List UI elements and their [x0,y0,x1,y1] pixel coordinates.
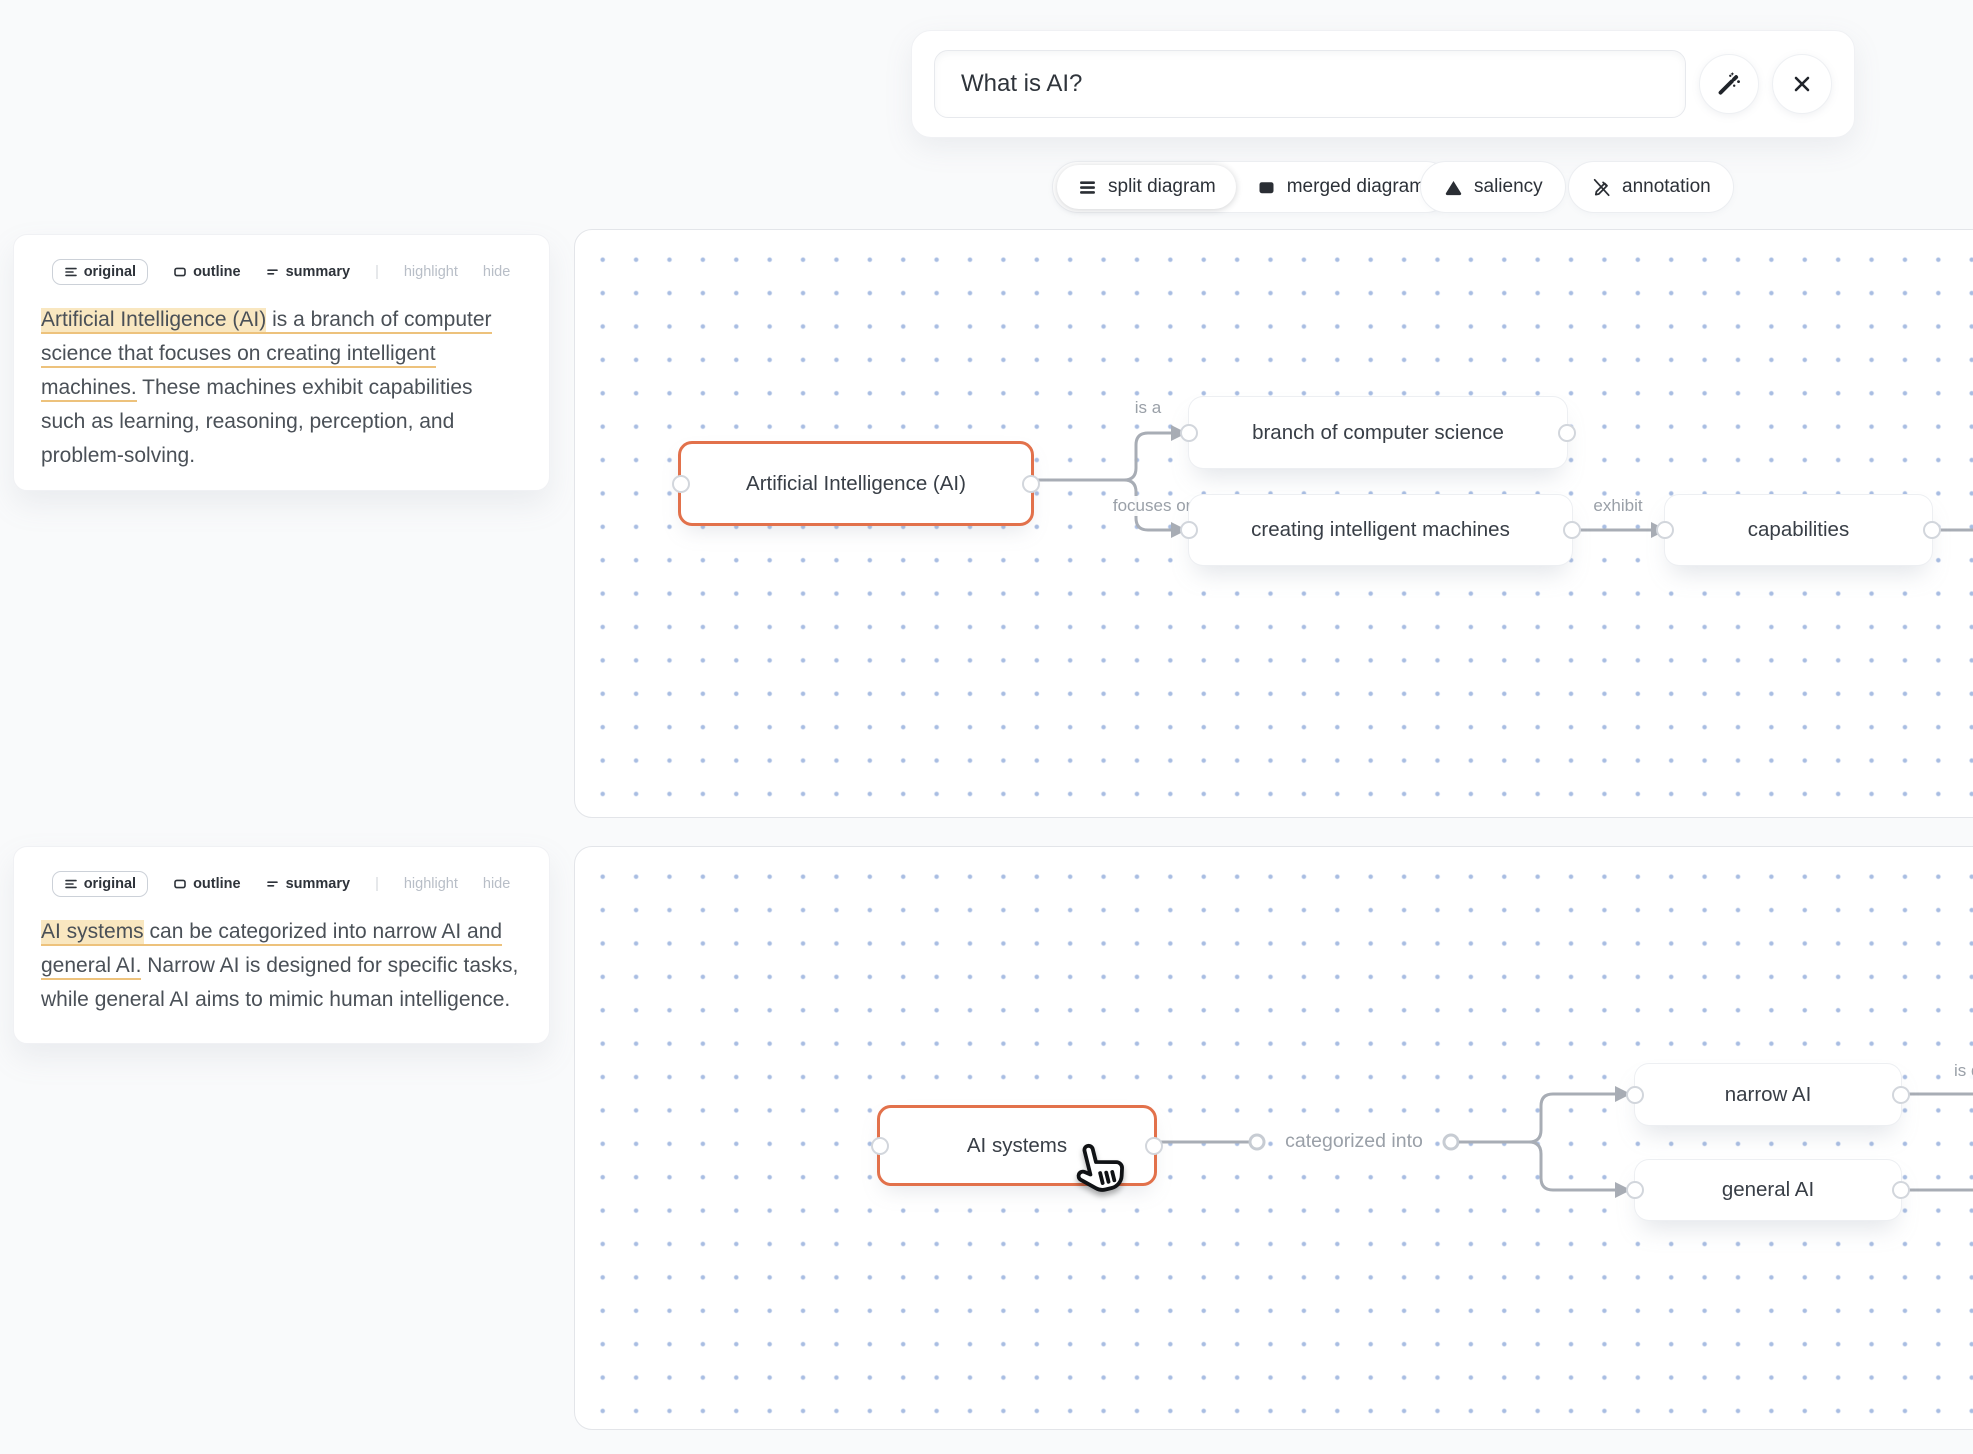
node-capabilities[interactable]: capabilities [1656,495,1941,565]
node-handle-left[interactable] [1180,521,1198,539]
node-ai-systems[interactable]: AI systems [871,1105,1163,1186]
edge-layer [1151,1086,1973,1198]
tab-outline-label: outline [193,876,241,892]
saliency-label: saliency [1474,176,1543,197]
align-lines-icon [1077,177,1098,198]
rectangle-outline-icon [173,265,187,279]
merged-diagram-button[interactable]: merged diagram [1236,165,1445,209]
node-handle-left[interactable] [1656,521,1674,539]
tab-hide-label: hide [482,876,511,892]
summary-lines-icon [266,265,280,279]
query-input[interactable] [934,50,1686,118]
node-handle-right[interactable] [1563,521,1581,539]
merged-diagram-label: merged diagram [1286,176,1426,197]
tab-highlight-label: highlight [403,876,458,892]
node-handle-left[interactable] [1626,1181,1644,1199]
tab-outline[interactable]: outline [173,876,241,892]
node-handle-left[interactable] [1180,423,1198,442]
plain-span: These machines exhibit capabilities such… [41,376,473,467]
summary-lines-icon [266,877,280,891]
diagram-canvas-2[interactable]: categorized into is de AI systems narrow… [574,846,1973,1430]
tab-highlight[interactable]: highlight [404,264,458,280]
tab-summary-label: summary [285,264,351,280]
tab-summary[interactable]: summary [266,264,350,280]
node-handle-right[interactable] [1558,423,1576,442]
relation-label-categorized-into[interactable]: categorized into [1279,1130,1429,1153]
highlighted-span: AI systems [41,920,144,946]
tab-original[interactable]: original [51,871,149,897]
card-1-tabs: original outline summary | highlight hid… [41,259,521,285]
tab-hide-label: hide [482,264,511,280]
split-diagram-button[interactable]: split diagram [1057,165,1236,209]
align-left-icon [64,265,78,279]
node-label: capabilities [1747,518,1850,541]
node-branch-of-computer-science[interactable]: branch of computer science [1180,397,1576,468]
node-label: branch of computer science [1252,420,1504,444]
magic-wand-icon [1716,71,1742,97]
tab-summary-label: summary [285,876,351,892]
rectangle-outline-icon [173,877,187,891]
split-diagram-label: split diagram [1108,176,1216,197]
edge-label-exhibit: exhibit [1588,496,1648,516]
tab-highlight[interactable]: highlight [404,876,458,892]
tab-outline[interactable]: outline [173,264,241,280]
node-label: narrow AI [1724,1082,1812,1106]
highlighted-span: Artificial Intelligence (AI) [41,308,267,334]
edge-label-partial: is de [1949,1061,1973,1081]
filled-square-icon [1256,177,1277,198]
node-creating-intelligent-machines[interactable]: creating intelligent machines [1180,495,1581,565]
underlined-span: can be categorized into narrow AI and ge… [41,920,503,980]
tab-highlight-label: highlight [403,264,458,280]
edge-label-is-a: is a [1129,398,1167,418]
pencil-off-icon [1591,177,1612,198]
underlined-span: is a branch of computer science that foc… [41,308,492,402]
node-handle-right[interactable] [1022,474,1040,493]
node-handle-right[interactable] [1923,521,1941,539]
card-2-tabs: original outline summary | highlight hid… [41,871,521,897]
node-handle-right[interactable] [1892,1085,1910,1104]
tab-summary[interactable]: summary [266,876,350,892]
tab-hide[interactable]: hide [483,264,510,280]
saliency-button[interactable]: saliency [1420,161,1566,213]
source-card-1: original outline summary | highlight hid… [13,234,550,491]
edge-label-focuses-on: focuses on [1107,496,1201,516]
node-narrow-ai[interactable]: narrow AI [1626,1064,1910,1125]
node-artificial-intelligence[interactable]: Artificial Intelligence (AI) [672,441,1040,526]
source-text-2: AI systems can be categorized into narro… [41,915,521,1017]
tab-original[interactable]: original [51,259,149,285]
plain-span: Narrow AI is designed for specific tasks… [41,954,519,1011]
tab-outline-label: outline [193,264,241,280]
tab-original-label: original [83,876,137,892]
source-card-2: original outline summary | highlight hid… [13,846,550,1044]
diagram-mode-group: split diagram merged diagram [1052,161,1453,213]
close-query-button[interactable] [1772,54,1832,114]
node-label: general AI [1721,1178,1815,1201]
diagram-canvas-1[interactable]: is a focuses on exhibit Artificial Intel… [574,229,1973,818]
tab-hide[interactable]: hide [483,876,510,892]
tab-original-label: original [83,264,137,280]
align-left-icon [64,877,78,891]
close-icon [1790,72,1814,96]
tab-separator: | [375,876,379,892]
node-handle-right[interactable] [1145,1136,1163,1155]
annotation-label: annotation [1622,176,1711,197]
node-handle-left[interactable] [672,474,690,493]
node-general-ai[interactable]: general AI [1626,1160,1910,1220]
magic-wand-button[interactable] [1699,54,1759,114]
tab-separator: | [375,264,379,280]
node-label: Artificial Intelligence (AI) [746,471,966,495]
query-bar [911,30,1855,138]
node-label: creating intelligent machines [1251,518,1510,541]
diagram-toolbar: split diagram merged diagram saliency an… [0,161,1973,213]
node-handle-left[interactable] [871,1136,889,1155]
triangle-icon [1443,177,1464,198]
node-label: AI systems [966,1133,1068,1157]
source-text-1: Artificial Intelligence (AI) is a branch… [41,303,521,473]
node-handle-right[interactable] [1892,1181,1910,1199]
annotation-button[interactable]: annotation [1568,161,1734,213]
node-handle-left[interactable] [1626,1085,1644,1104]
